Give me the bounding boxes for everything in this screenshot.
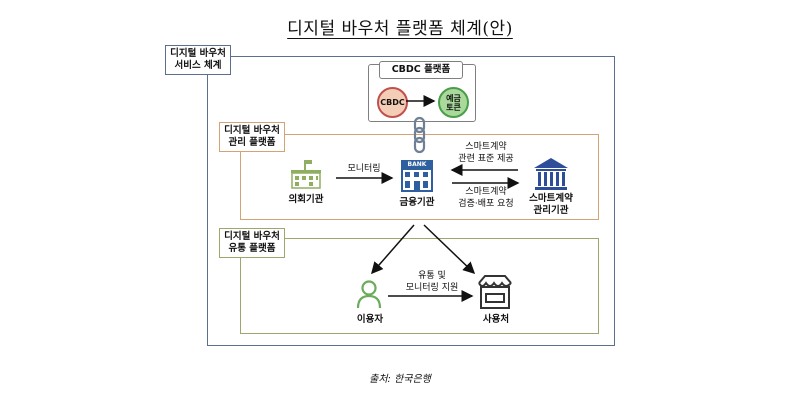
bank-icon [401, 160, 433, 192]
bank-label: 금융기관 [399, 197, 435, 208]
contract-standard-edge-label: 스마트계약 관련 표준 제공 [458, 142, 514, 164]
management-platform-frame [240, 134, 599, 220]
user-label: 이용자 [356, 314, 384, 325]
service-frame-label: 디지털 바우처 서비스 체계 [165, 45, 231, 75]
bank-to-merchant-arrow [423, 224, 476, 275]
public-agency-icon [291, 160, 321, 189]
store-icon [478, 275, 512, 309]
diagram-title: 디지털 바우처 플랫폼 체계(안) [287, 19, 513, 39]
smart-contract-agency-label: 스마트계약 관리기관 [529, 193, 573, 216]
service-frame [207, 56, 615, 346]
smart-contract-agency-icon [534, 158, 568, 190]
monitoring-edge-label: 모니터링 [347, 164, 381, 174]
contract-verify-edge-label: 스마트계약 검증·배포 요청 [458, 187, 514, 209]
distribution-support-edge-label: 유통 및 모니터링 지원 [405, 271, 459, 293]
bank-to-user-arrow [371, 224, 415, 275]
chain-link-icon [413, 116, 426, 154]
merchant-label: 사용처 [482, 314, 510, 325]
distribution-platform-label: 디지털 바우처 유통 플랫폼 [219, 228, 285, 258]
user-icon [356, 280, 382, 309]
cbdc-coin: CBDC [377, 87, 408, 118]
deposit-token-coin: 예금 토큰 [438, 87, 469, 118]
source-caption: 출처: 한국은행 [369, 374, 431, 385]
bank-sign-text: BANK [407, 161, 427, 168]
distribution-platform-frame [240, 238, 599, 334]
public-agency-label: 의회기관 [288, 194, 324, 205]
cbdc-platform-header: CBDC 플랫폼 [379, 61, 463, 79]
management-platform-label: 디지털 바우처 관리 플랫폼 [219, 122, 285, 152]
